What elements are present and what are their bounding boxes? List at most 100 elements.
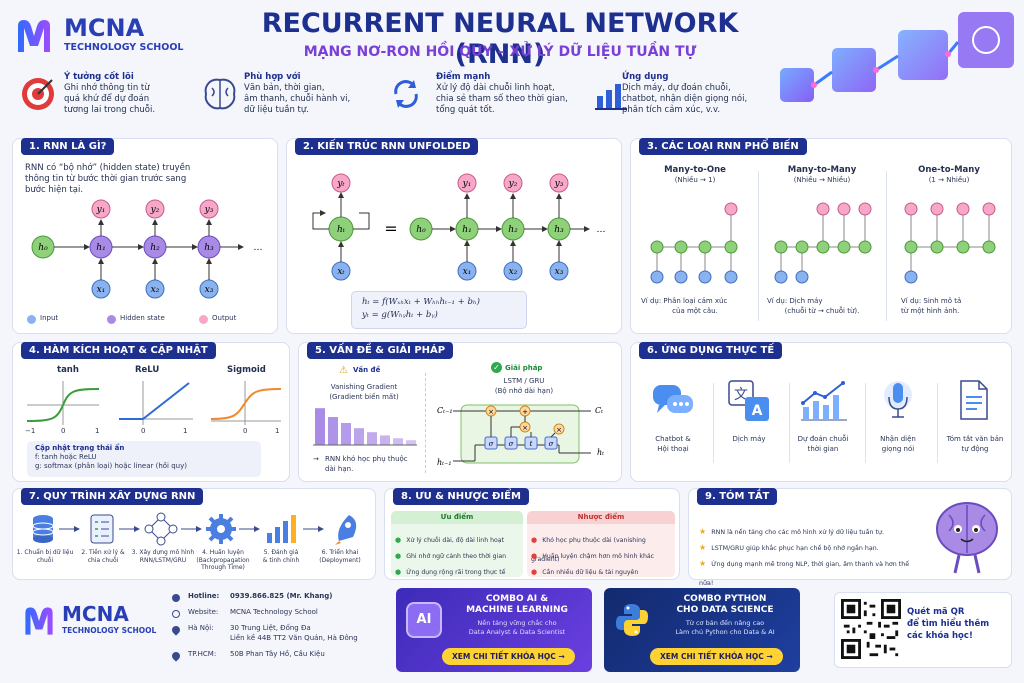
highlight-line: Ghi nhớ thông tin từ xyxy=(64,83,150,94)
cons-title: Nhược điểm xyxy=(527,511,675,524)
svg-text:+: + xyxy=(522,408,528,416)
lstm-sub: (Bộ nhớ dài hạn) xyxy=(494,387,554,395)
combo-ai-cta-button[interactable]: XEM CHI TIẾT KHÓA HỌC → xyxy=(442,648,575,665)
highlight-fit: Phù hợp với Văn bản, thời gian, âm thanh… xyxy=(244,72,384,116)
highlight-line: tổng quát tốt. xyxy=(436,105,495,116)
combo-desc: Làm chủ Python cho Data & AI xyxy=(675,628,775,636)
section-problem-solution: 5. VẤN ĐỀ & GIẢI PHÁP ⚠ Vấn đề Vanishing… xyxy=(298,342,622,482)
tick-label: 1 xyxy=(183,427,188,435)
highlight-line: âm thanh, chuỗi hành vi, xyxy=(244,94,351,105)
section-applications: 6. ỨNG DỤNG THỰC TẾ Chatbot & Hội thoại … xyxy=(630,342,1012,482)
highlight-title: Điểm mạnh xyxy=(436,72,491,82)
pros-title: Ưu điểm xyxy=(391,511,523,524)
svg-text:σ: σ xyxy=(549,440,554,448)
step-label: 2. Tiền xử lý &chia chuỗi xyxy=(71,549,135,564)
type-sub: (Nhiều → Nhiều) xyxy=(793,176,851,185)
combo-title: COMBO PYTHON xyxy=(683,594,767,604)
highlight-core: Ý tưởng cốt lõi Ghi nhớ thông tin từ quá… xyxy=(64,72,194,116)
type-example: (chuỗi từ → chuỗi từ). xyxy=(784,307,860,315)
hotline-value[interactable]: 0939.866.825 (Mr. Khang) xyxy=(230,592,333,600)
highlight-line: tương lai trong chuỗi. xyxy=(64,105,156,116)
state-update-line: g: softmax (phân loại) hoặc linear (hồi … xyxy=(35,461,187,470)
svg-text:x₃: x₃ xyxy=(205,285,214,295)
brand-name: MCNA xyxy=(64,14,145,42)
combo-python-cta-button[interactable]: XEM CHI TIẾT KHÓA HỌC → xyxy=(650,648,783,665)
brain-mascot-icon xyxy=(936,502,998,574)
python-logo-icon xyxy=(616,604,648,636)
step-line: 4. Huấn luyện xyxy=(202,549,244,556)
summary-text: LSTM/GRU giúp khắc phục hạn chế bộ nhớ n… xyxy=(711,545,879,552)
summary-text: RNN là nền tảng cho các mô hình xử lý dữ… xyxy=(711,529,884,536)
page-title: RECURRENT NEURAL NETWORK (RNN) xyxy=(261,8,739,70)
rnn-chain-diagram: h₀ h₁ h₂ h₃ … y₁ y₂ y₃ x₁ x₂ x₃ xyxy=(31,199,263,299)
step-line: 1. Chuẩn bị dữ liệu xyxy=(16,549,74,556)
combo-ai-banner[interactable]: AI COMBO AI & MACHINE LEARNING Nền tảng … xyxy=(396,588,592,672)
app-label: Nhận diện xyxy=(880,435,916,443)
svg-text:hₜ: hₜ xyxy=(597,448,604,457)
combo-title: COMBO AI & xyxy=(485,594,549,604)
svg-text:y₁: y₁ xyxy=(462,179,472,189)
highlight-line: Văn bản, thời gian, xyxy=(244,83,325,94)
section-title: 4. HÀM KÍCH HOẠT & CẬP NHẬT xyxy=(21,342,216,359)
brand-sub: TECHNOLOGY SCHOOL xyxy=(64,42,184,53)
highlight-title: Phù hợp với xyxy=(244,72,301,82)
step-line: 6. Triển khai xyxy=(321,549,359,556)
highlights-row: Ý tưởng cốt lõi Ghi nhớ thông tin từ quá… xyxy=(14,70,764,132)
gradient-bar xyxy=(406,440,416,445)
con-item: ● Cần nhiều dữ liệu & tài nguyên xyxy=(531,559,638,578)
fn-sigmoid-label: Sigmoid xyxy=(227,365,266,375)
check-icon: ● xyxy=(395,552,402,560)
type-name: Many-to-One xyxy=(664,165,726,175)
type-example: Ví dụ: Phân loại cảm xúc xyxy=(641,297,728,305)
pro-item: ● Xử lý chuỗi dài, độ dài linh hoạt xyxy=(395,527,504,546)
check-icon: ✓ xyxy=(491,362,502,373)
svg-text:×: × xyxy=(556,426,562,434)
type-divider xyxy=(886,171,887,321)
solution-label: Giải pháp xyxy=(505,364,543,372)
pro-text: Ghi nhớ ngữ cảnh theo thời gian xyxy=(406,553,507,560)
brand-logo: MCNA TECHNOLOGY SCHOOL xyxy=(14,14,204,56)
type-sub: (1 → Nhiều) xyxy=(928,176,970,185)
translate-icon: 文 A xyxy=(728,380,769,421)
type-example: từ một hình ảnh. xyxy=(901,307,960,315)
vanishing-sub: (Gradient biến mất) xyxy=(329,393,399,401)
hotline-label: Hotline: xyxy=(188,592,220,600)
section-title: 6. ỨNG DỤNG THỰC TẾ xyxy=(639,342,783,359)
website-value[interactable]: MCNA Technology School xyxy=(230,608,318,616)
s1-text: thông tin từ bước thời gian trước sang xyxy=(25,174,187,185)
pro-item: ● Ứng dụng rộng rãi trong thực tế xyxy=(395,559,505,578)
divider xyxy=(937,383,938,463)
qr-code-icon[interactable] xyxy=(841,599,901,659)
formula-y-lhs: yₜ xyxy=(362,309,369,320)
legend-input-dot xyxy=(27,315,36,324)
type-many-to-many: Many-to-Many (Nhiều → Nhiều) Ví dụ: Dịch… xyxy=(761,165,883,331)
formula-h-lhs: hₜ xyxy=(362,297,370,307)
svg-text:…: … xyxy=(597,225,606,235)
hanoi-address: Liền kề 44B TT2 Văn Quán, Hà Đông xyxy=(230,634,358,642)
step-line: (Deployment) xyxy=(319,556,361,564)
svg-text:Cₜ: Cₜ xyxy=(595,406,603,415)
svg-text:x₁: x₁ xyxy=(463,267,472,277)
gradient-bar xyxy=(393,438,403,445)
combo-python-banner[interactable]: COMBO PYTHON CHO DATA SCIENCE Từ cơ bản … xyxy=(604,588,800,672)
pro-text: Xử lý chuỗi dài, độ dài linh hoạt xyxy=(406,537,505,544)
svg-text:y₁: y₁ xyxy=(96,205,106,215)
highlight-title: Ứng dụng xyxy=(622,72,669,82)
mcna-logo-icon xyxy=(25,607,53,635)
star-icon: ★ xyxy=(699,527,707,536)
pros-panel: Ưu điểm ● Xử lý chuỗi dài, độ dài linh h… xyxy=(391,511,523,577)
section-rnn-what: 1. RNN LÀ GÌ? RNN có “bộ nhớ” (hidden st… xyxy=(12,138,278,334)
star-icon: ★ xyxy=(699,543,707,552)
section-activation: 4. HÀM KÍCH HOẠT & CẬP NHẬT tanh ReLU Si… xyxy=(12,342,290,482)
activation-plots xyxy=(26,381,282,425)
summary-item: ★ RNN là nền tảng cho các mô hình xử lý … xyxy=(699,519,913,538)
formula-h-rhs: = f(Wₓₕxₜ + Wₕₕhₜ₋₁ + bₕ) xyxy=(372,297,480,307)
legend-input: Input xyxy=(40,314,59,322)
con-text: Cần nhiều dữ liệu & tài nguyên xyxy=(542,569,639,576)
combo-title: CHO DATA SCIENCE xyxy=(676,605,774,615)
type-name: One-to-Many xyxy=(918,165,980,175)
step-line: & tinh chỉnh xyxy=(262,556,300,564)
refresh-icon xyxy=(394,80,418,108)
